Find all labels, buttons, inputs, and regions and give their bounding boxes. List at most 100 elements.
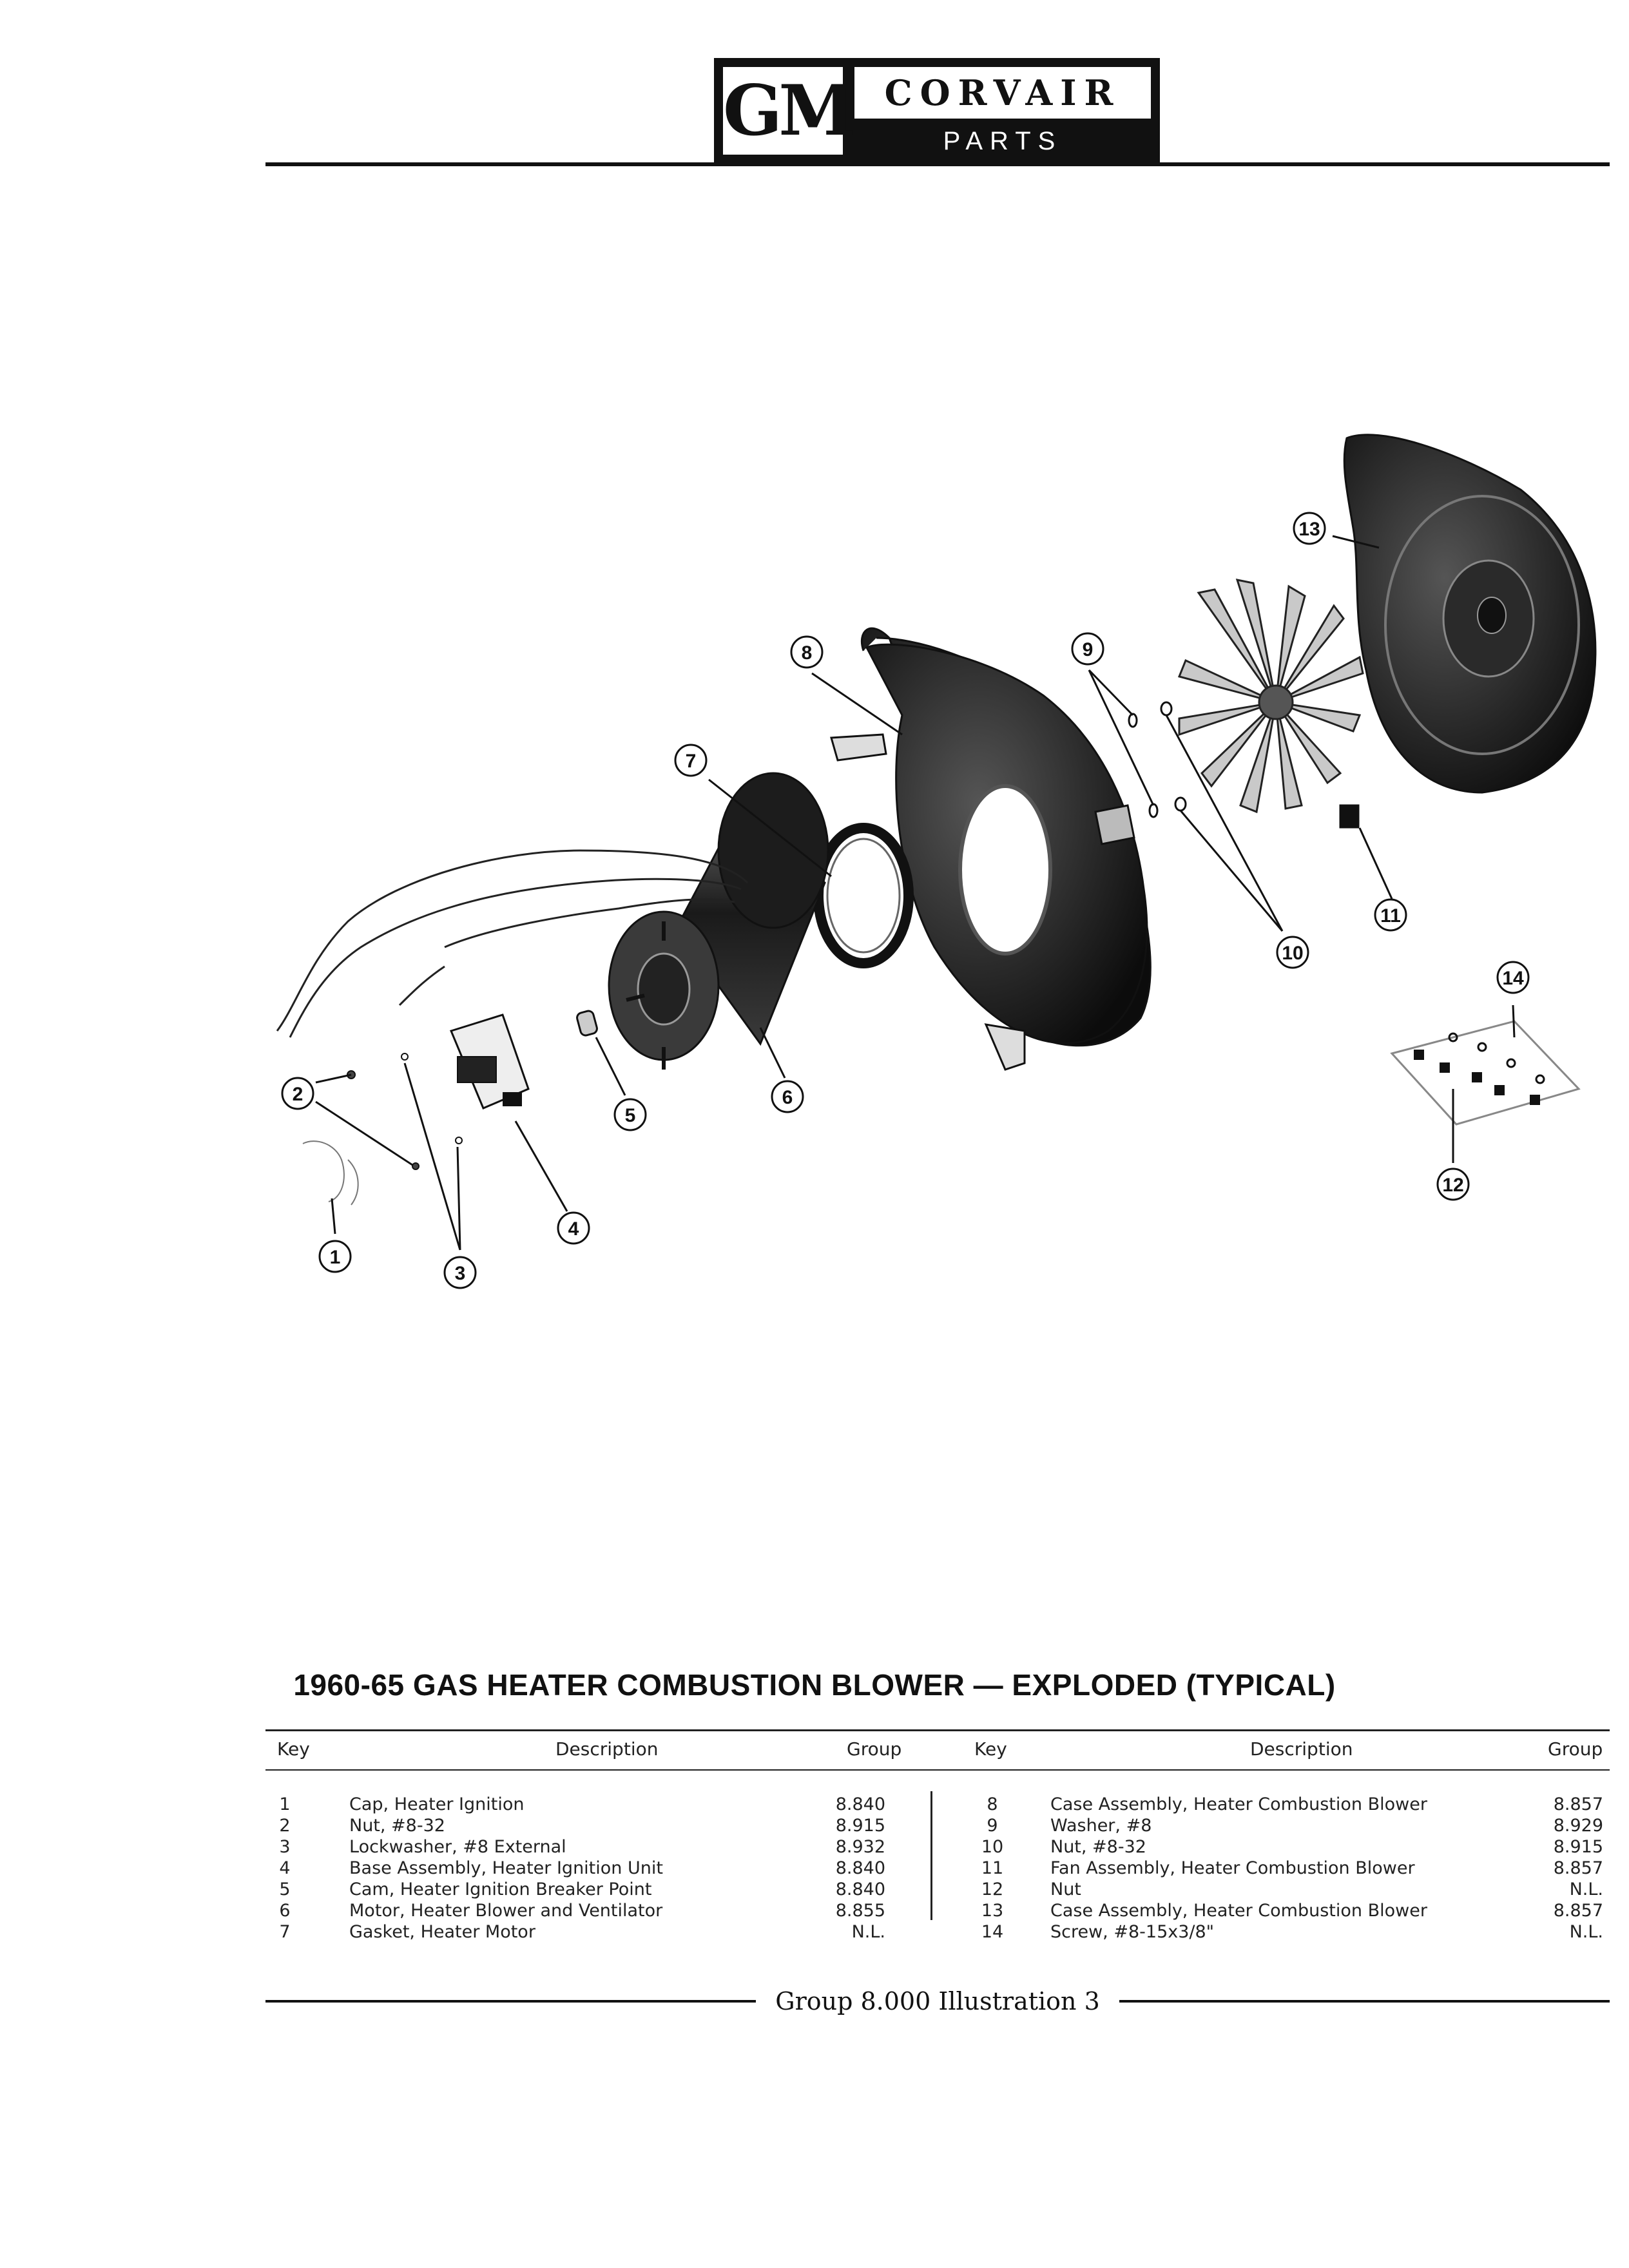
callout-10-label: 10 [1282, 943, 1303, 964]
row-description: Nut, #8-32 [349, 1816, 445, 1836]
row-key: 8 [987, 1794, 998, 1814]
part-12-nuts [1414, 1050, 1540, 1105]
leader-lines [315, 535, 1516, 1251]
row-description: Nut [1050, 1879, 1081, 1899]
row-key: 12 [981, 1879, 1004, 1899]
row-description: Case Assembly, Heater Combustion Blower [1050, 1794, 1427, 1814]
part-14-screws [1390, 1020, 1581, 1126]
row-group: 8.840 [835, 1879, 885, 1899]
header-group-right: Group [1548, 1738, 1603, 1760]
row-group: 8.857 [1553, 1794, 1603, 1814]
logo-gm-text: GM [723, 67, 856, 155]
callout-13-label: 13 [1298, 519, 1320, 540]
row-description: Cam, Heater Ignition Breaker Point [349, 1879, 652, 1899]
row-group: 8.857 [1553, 1858, 1603, 1878]
header-rule [265, 162, 1610, 166]
callout-3-label: 3 [455, 1263, 466, 1284]
callout-12: 12 [1436, 1168, 1470, 1201]
row-description: Screw, #8-15x3/8" [1050, 1922, 1215, 1942]
row-group: 8.840 [835, 1858, 885, 1878]
logo-corvair-text: CORVAIR [854, 67, 1151, 119]
row-group: 8.855 [835, 1901, 885, 1921]
part-1-cap [302, 1140, 359, 1206]
gm-corvair-logo: GM CORVAIR PARTS CATALOGUE [714, 58, 1160, 190]
row-key: 7 [279, 1922, 291, 1942]
part-7-gasket [813, 823, 914, 968]
row-description: Motor, Heater Blower and Ventilator [349, 1901, 663, 1921]
logo-parts-catalogue-text: PARTS CATALOGUE [893, 127, 1112, 190]
callout-6: 6 [771, 1080, 804, 1113]
row-group: 8.857 [1553, 1901, 1603, 1921]
table-row: 13 Case Assembly, Heater Combustion Blow… [265, 1900, 1610, 1922]
callout-14-label: 14 [1502, 968, 1524, 989]
callout-12-label: 12 [1442, 1175, 1463, 1196]
callout-1-label: 1 [330, 1247, 341, 1268]
part-2-nuts [347, 1070, 419, 1170]
row-description: Nut, #8-32 [1050, 1837, 1146, 1857]
row-key: 10 [981, 1837, 1004, 1857]
table-row: 11 Fan Assembly, Heater Combustion Blowe… [265, 1858, 1610, 1879]
exploded-diagram: 1 2 3 4 5 6 7 8 9 10 11 12 [276, 434, 1597, 1289]
row-group: 8.929 [1553, 1816, 1603, 1836]
callout-7: 7 [674, 744, 708, 777]
row-key: 6 [279, 1901, 291, 1921]
row-description: Gasket, Heater Motor [349, 1922, 535, 1942]
row-group: N.L. [1569, 1922, 1603, 1942]
row-key: 9 [987, 1816, 998, 1836]
part-3-lockwashers [401, 1053, 463, 1144]
table-row: 12 Nut N.L. [265, 1879, 1610, 1901]
illustration-caption: 1960-65 GAS HEATER COMBUSTION BLOWER — E… [293, 1668, 1336, 1702]
callout-14: 14 [1496, 961, 1530, 994]
callout-8: 8 [790, 635, 824, 669]
header-key-left: Key [277, 1738, 310, 1760]
header-description-left: Description [555, 1738, 659, 1760]
callout-9: 9 [1071, 632, 1104, 666]
row-description: Lockwasher, #8 External [349, 1837, 566, 1857]
column-divider [930, 1791, 932, 1920]
header-group-left: Group [847, 1738, 902, 1760]
callout-11-label: 11 [1380, 905, 1401, 927]
table-row: 1 Cap, Heater Ignition 8.840 [265, 1794, 1610, 1816]
part-13-case-assembly [1343, 434, 1597, 794]
callout-1: 1 [318, 1240, 352, 1273]
callout-2-label: 2 [293, 1084, 304, 1105]
row-description: Case Assembly, Heater Combustion Blower [1050, 1901, 1427, 1921]
part-9-washers [1128, 713, 1159, 818]
part-5-cam [576, 1010, 598, 1037]
table-row: 5 Cam, Heater Ignition Breaker Point 8.8… [265, 1879, 1610, 1901]
row-key: 3 [279, 1837, 291, 1857]
row-group: N.L. [851, 1922, 885, 1942]
callout-7-label: 7 [686, 751, 697, 772]
header-key-right: Key [974, 1738, 1007, 1760]
page-footer: Group 8.000 Illustration 3 [265, 1983, 1610, 2022]
footer-group-illustration: Group 8.000 Illustration 3 [756, 1987, 1119, 2015]
part-4-base-assembly [449, 1014, 530, 1110]
row-key: 14 [981, 1922, 1004, 1942]
table-row: 14 Screw, #8-15x3/8" N.L. [265, 1921, 1610, 1943]
table-row: 2 Nut, #8-32 8.915 [265, 1815, 1610, 1837]
parts-table: Key Description Group Key Description Gr… [265, 1723, 1610, 1942]
row-description: Base Assembly, Heater Ignition Unit [349, 1858, 663, 1878]
row-description: Fan Assembly, Heater Combustion Blower [1050, 1858, 1415, 1878]
callout-2: 2 [281, 1077, 314, 1110]
part-6-motor [608, 772, 829, 1070]
callout-3: 3 [443, 1256, 477, 1289]
row-group: N.L. [1569, 1879, 1603, 1899]
row-key: 11 [981, 1858, 1004, 1878]
table-row: 4 Base Assembly, Heater Ignition Unit 8.… [265, 1858, 1610, 1879]
callout-10: 10 [1276, 936, 1309, 969]
callout-13: 13 [1293, 512, 1326, 545]
part-8-case-assembly [830, 627, 1152, 1071]
row-key: 4 [279, 1858, 291, 1878]
part-11-fan-assembly [1177, 579, 1364, 829]
row-key: 2 [279, 1816, 291, 1836]
row-key: 1 [279, 1794, 291, 1814]
motor-wires [276, 849, 749, 1038]
callout-8-label: 8 [802, 642, 813, 664]
callout-6-label: 6 [782, 1087, 793, 1108]
row-group: 8.840 [835, 1794, 885, 1814]
callout-4-label: 4 [568, 1218, 579, 1240]
table-row: 9 Washer, #8 8.929 [265, 1815, 1610, 1837]
callout-9-label: 9 [1083, 639, 1094, 660]
row-group: 8.915 [835, 1816, 885, 1836]
